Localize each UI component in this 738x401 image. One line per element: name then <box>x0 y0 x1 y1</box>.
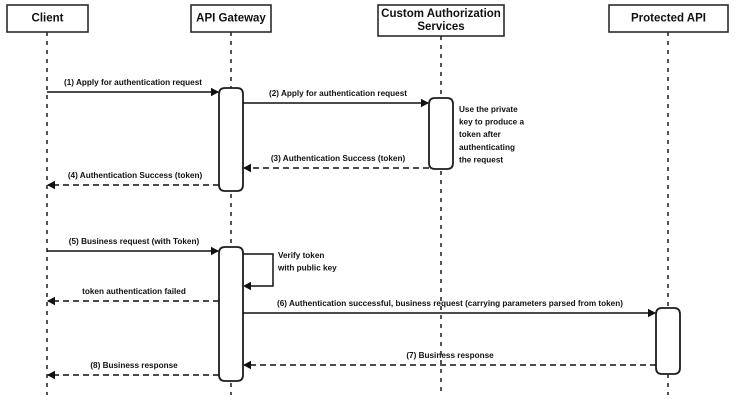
message-msg-2[interactable]: (2) Apply for authentication request <box>243 89 429 108</box>
arrowhead-msg-1 <box>211 87 219 97</box>
participant-gateway[interactable]: API Gateway <box>190 4 272 33</box>
participant-label-protapi: Protected API <box>631 13 706 25</box>
message-label-msg-1: (1) Apply for authentication request <box>64 78 202 87</box>
message-label-msg-self: Verify token <box>278 251 324 260</box>
participant-box-client <box>6 4 89 33</box>
note-note-private-key: Use the private key to produce a token aft… <box>459 105 525 164</box>
participant-box-gateway <box>190 4 272 33</box>
note-line: key to produce a <box>459 118 525 127</box>
arrowhead-msg-fail <box>47 296 55 306</box>
message-path-msg-self <box>243 253 274 287</box>
message-msg-5[interactable]: (5) Business request (with Token) <box>47 237 219 256</box>
participant-box-protapi <box>608 4 729 33</box>
message-label-msg-2: (2) Apply for authentication request <box>269 89 407 98</box>
participant-label-authsvc: Services <box>417 21 464 33</box>
message-label-msg-self: with public key <box>277 264 337 273</box>
arrowhead-msg-2 <box>421 98 429 108</box>
message-msg-1[interactable]: (1) Apply for authentication request <box>47 78 219 97</box>
participant-client[interactable]: Client <box>6 4 89 33</box>
message-label-msg-3: (3) Authentication Success (token) <box>271 154 406 163</box>
message-msg-self[interactable]: Verify token with public key <box>243 251 337 291</box>
message-msg-fail[interactable]: token authentication failed <box>47 287 219 306</box>
message-msg-6[interactable]: (6) Authentication successful, business … <box>243 299 656 318</box>
message-msg-8[interactable]: (8) Business response <box>47 361 219 380</box>
arrowhead-msg-5 <box>211 246 219 256</box>
note-line: authenticating <box>459 143 515 152</box>
arrowhead-msg-3 <box>243 163 251 173</box>
message-msg-7[interactable]: (7) Business response <box>243 351 656 370</box>
notes-layer: Use the private key to produce a token aft… <box>459 105 525 164</box>
message-msg-4[interactable]: (4) Authentication Success (token) <box>47 171 219 190</box>
message-label-msg-4: (4) Authentication Success (token) <box>68 171 203 180</box>
activation-act-gateway-2 <box>218 246 244 382</box>
arrowhead-msg-4 <box>47 180 55 190</box>
participants-layer: Client API Gateway Custom AuthorizationSer… <box>6 4 729 37</box>
message-label-msg-7: (7) Business response <box>406 351 494 360</box>
messages-layer: (1) Apply for authentication request (2) … <box>47 78 656 380</box>
message-label-msg-8: (8) Business response <box>90 361 178 370</box>
note-line: Use the private <box>459 105 518 114</box>
note-line: the request <box>459 155 503 164</box>
participant-label-gateway: API Gateway <box>196 13 266 25</box>
message-label-msg-6: (6) Authentication successful, business … <box>277 299 623 308</box>
participant-label-client: Client <box>32 13 64 25</box>
activation-act-protapi-1 <box>655 307 681 375</box>
activation-act-authsvc-1 <box>428 97 454 170</box>
note-line: token after <box>459 130 502 139</box>
arrowhead-msg-6 <box>648 308 656 318</box>
activation-act-gateway-1 <box>218 87 244 192</box>
participant-box-authsvc <box>377 4 505 37</box>
participant-label-authsvc: Custom Authorization <box>381 8 501 20</box>
lifelines-layer <box>46 32 669 395</box>
arrowhead-msg-8 <box>47 370 55 380</box>
message-label-msg-5: (5) Business request (with Token) <box>69 237 200 246</box>
message-msg-3[interactable]: (3) Authentication Success (token) <box>243 154 429 173</box>
message-label-msg-fail: token authentication failed <box>82 287 186 296</box>
participant-protapi[interactable]: Protected API <box>608 4 729 33</box>
arrowhead-msg-7 <box>243 360 251 370</box>
activations-layer <box>218 87 681 382</box>
arrowhead-msg-self <box>243 281 251 291</box>
